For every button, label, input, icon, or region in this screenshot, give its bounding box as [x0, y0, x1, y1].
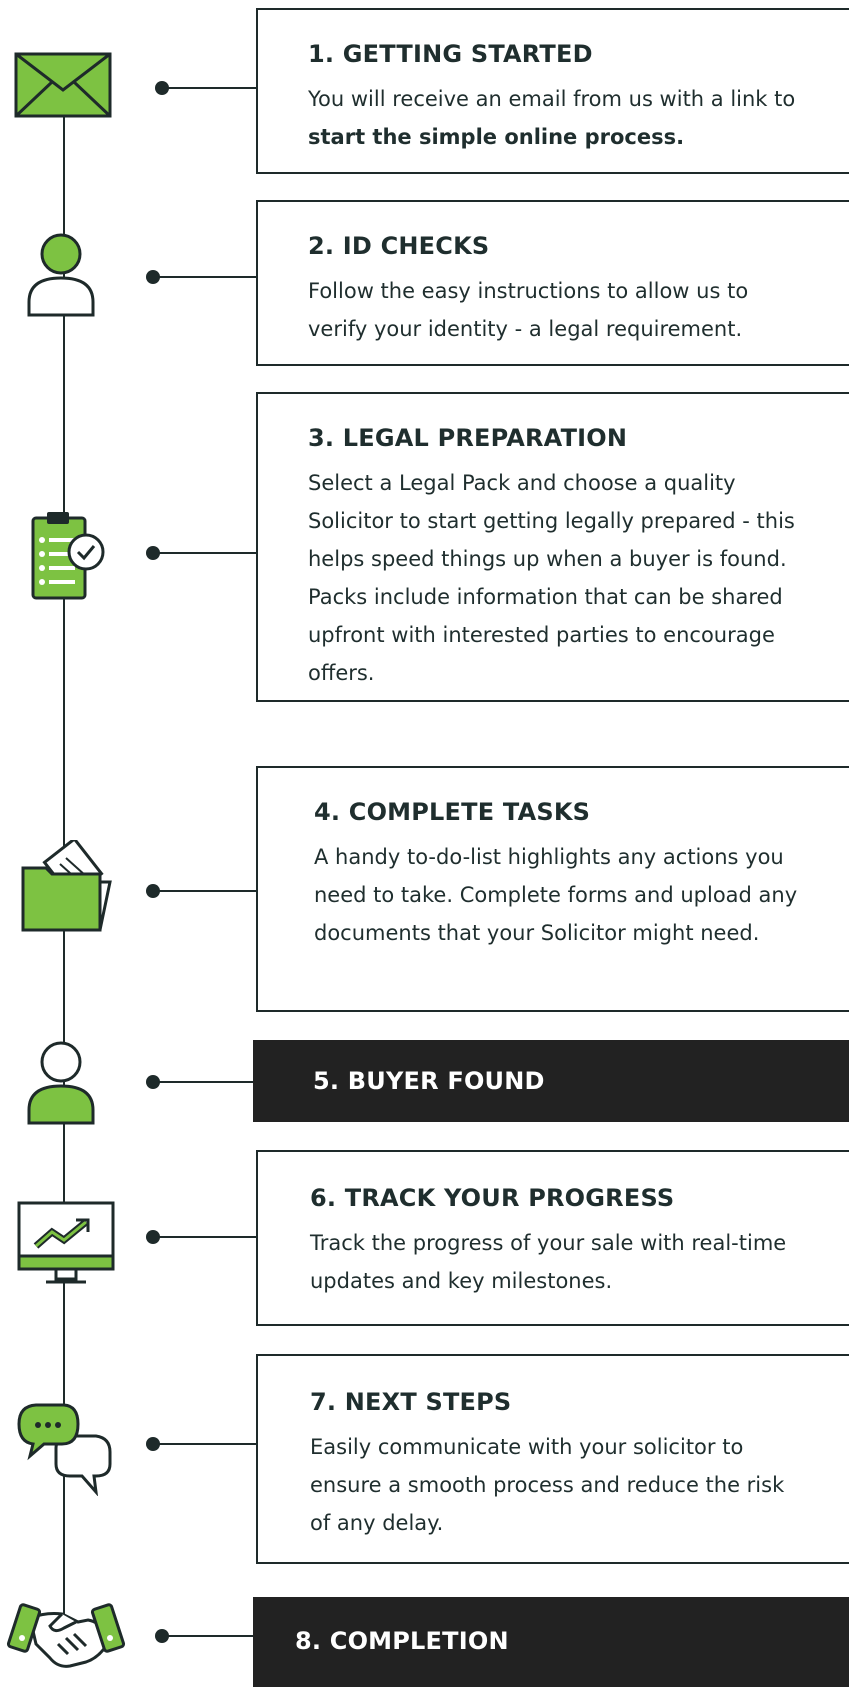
step-title: 8. COMPLETION: [295, 1627, 509, 1655]
timeline-connector: [152, 1443, 257, 1445]
step-title: 1. GETTING STARTED: [308, 40, 593, 68]
person-icon: [26, 232, 96, 322]
timeline-connector: [152, 1081, 257, 1083]
buyer-person-icon: [26, 1040, 96, 1130]
step-description: Easily communicate with your solicitor t…: [310, 1435, 785, 1535]
timeline-connector: [160, 87, 257, 89]
step-title: 3. LEGAL PREPARATION: [308, 424, 628, 452]
step-title: 2. ID CHECKS: [308, 232, 490, 260]
step-title: 7. NEXT STEPS: [310, 1388, 512, 1416]
step-card-7: 7. NEXT STEPS Easily communicate with yo…: [256, 1354, 849, 1564]
folder-documents-icon: [20, 836, 116, 936]
clipboard-check-icon: [30, 510, 108, 606]
step-description: Select a Legal Pack and choose a quality…: [308, 471, 795, 685]
step-card-2: 2. ID CHECKS Follow the easy instruction…: [256, 200, 849, 366]
timeline-connector: [152, 1236, 257, 1238]
timeline-connector: [160, 1635, 257, 1637]
step-title: 5. BUYER FOUND: [313, 1067, 545, 1095]
step-card-5: 5. BUYER FOUND: [253, 1040, 849, 1122]
step-card-4: 4. COMPLETE TASKS A handy to-do-list hig…: [256, 766, 849, 1012]
step-title: 6. TRACK YOUR PROGRESS: [310, 1184, 675, 1212]
monitor-chart-icon: [16, 1200, 116, 1294]
step-description: Follow the easy instructions to allow us…: [308, 279, 749, 341]
step-description: Track the progress of your sale with rea…: [310, 1231, 787, 1293]
step-card-1: 1. GETTING STARTED You will receive an e…: [256, 8, 849, 174]
step-title: 4. COMPLETE TASKS: [314, 798, 591, 826]
step-card-3: 3. LEGAL PREPARATION Select a Legal Pack…: [256, 392, 849, 702]
step-description: You will receive an email from us with a…: [308, 87, 796, 149]
step-card-8: 8. COMPLETION: [253, 1597, 849, 1687]
step-card-6: 6. TRACK YOUR PROGRESS Track the progres…: [256, 1150, 849, 1326]
timeline-connector: [152, 890, 257, 892]
handshake-icon: [6, 1592, 126, 1673]
chat-bubbles-icon: [16, 1400, 114, 1500]
timeline-connector: [152, 276, 257, 278]
timeline-connector: [152, 552, 257, 554]
step-description: A handy to-do-list highlights any action…: [314, 845, 798, 945]
envelope-icon: [14, 52, 112, 122]
